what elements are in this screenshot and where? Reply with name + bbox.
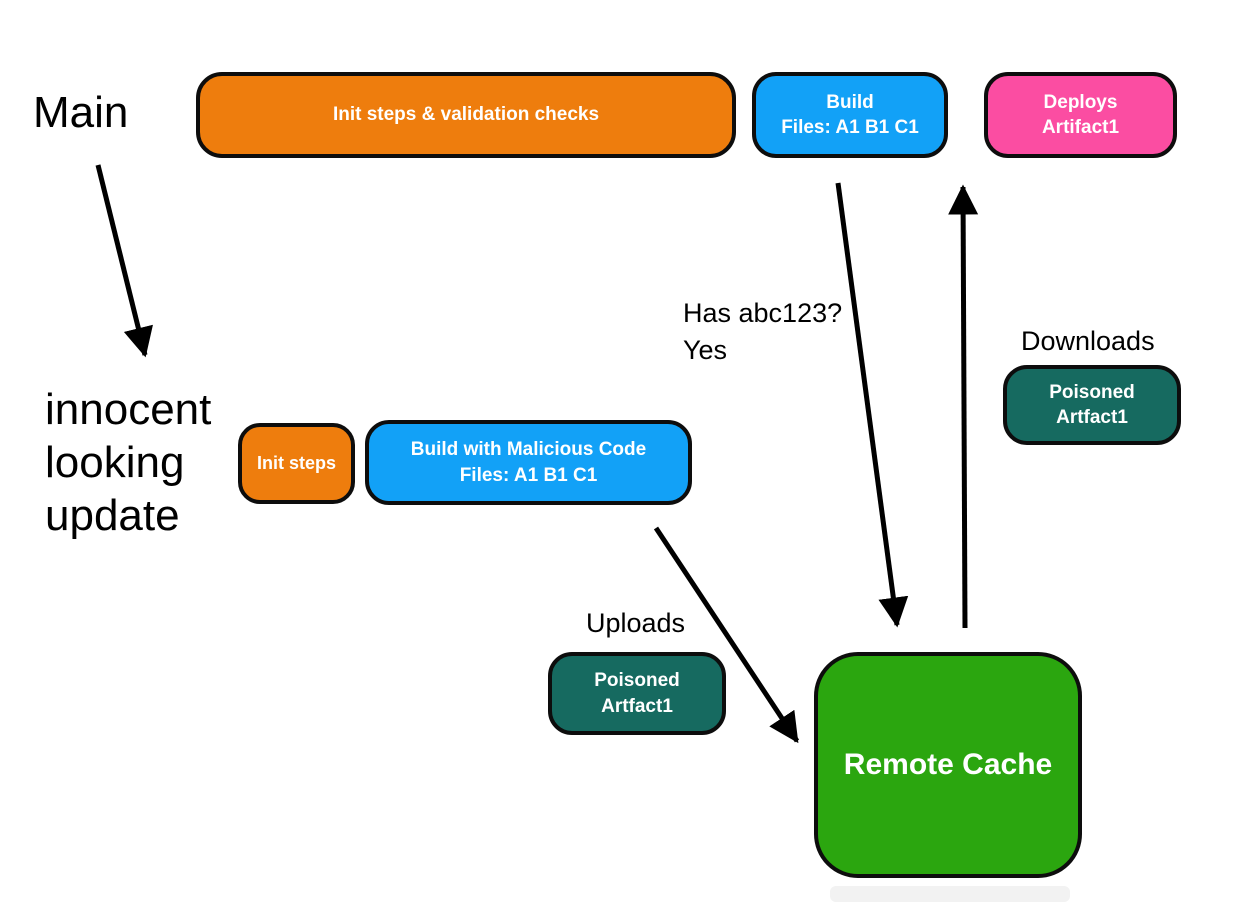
- label-innocent-update-line3: update: [45, 491, 180, 540]
- node-build-malicious-line2: Files: A1 B1 C1: [459, 464, 598, 486]
- node-poisoned-artifact-download: Poisoned Artfact1: [1003, 365, 1181, 445]
- node-init-validation-label: Init steps & validation checks: [332, 104, 600, 126]
- label-main-branch: Main: [33, 88, 129, 137]
- label-innocent-update-line1: innocent: [45, 385, 212, 434]
- node-deploys-artifact: Deploys Artifact1: [984, 72, 1177, 158]
- arrow-cache-to-deploy: [948, 184, 979, 629]
- node-remote-cache: Remote Cache: [814, 652, 1082, 878]
- node-build-main-line1: Build: [826, 91, 874, 113]
- node-deploys-line2: Artifact1: [1041, 117, 1120, 138]
- label-innocent-update-line2: looking: [45, 438, 185, 487]
- shadow-strip: [830, 886, 1070, 902]
- node-poisoned-artifact-upload: Poisoned Artfact1: [548, 652, 726, 735]
- label-has-hash-query: Has abc123? Yes: [683, 295, 842, 369]
- node-poisoned-download-line2: Artfact1: [1056, 407, 1128, 428]
- node-build-main-line2: Files: A1 B1 C1: [781, 117, 919, 138]
- node-deploys-line1: Deploys: [1043, 91, 1118, 113]
- label-innocent-update: innocent looking update: [45, 383, 211, 542]
- node-remote-cache-label: Remote Cache: [843, 748, 1053, 782]
- node-build-malicious-code: Build with Malicious Code Files: A1 B1 C…: [365, 420, 692, 505]
- label-uploads: Uploads: [586, 608, 686, 638]
- label-downloads: Downloads: [1021, 326, 1155, 356]
- node-poisoned-upload-line1: Poisoned: [594, 670, 680, 692]
- label-has-hash-line1: Has abc123?: [683, 298, 843, 328]
- node-poisoned-upload-line2: Artfact1: [601, 695, 673, 717]
- node-init-steps-label: Init steps: [256, 452, 336, 473]
- node-build-main: Build Files: A1 B1 C1: [752, 72, 948, 158]
- node-init-validation-checks: Init steps & validation checks: [196, 72, 736, 158]
- arrow-build-to-cache: [835, 182, 909, 628]
- label-has-hash-line2: Yes: [683, 335, 728, 365]
- node-build-malicious-line1: Build with Malicious Code: [410, 439, 647, 461]
- arrow-main-to-update: [95, 164, 153, 358]
- node-poisoned-download-line1: Poisoned: [1049, 381, 1135, 403]
- node-init-steps: Init steps: [238, 423, 355, 504]
